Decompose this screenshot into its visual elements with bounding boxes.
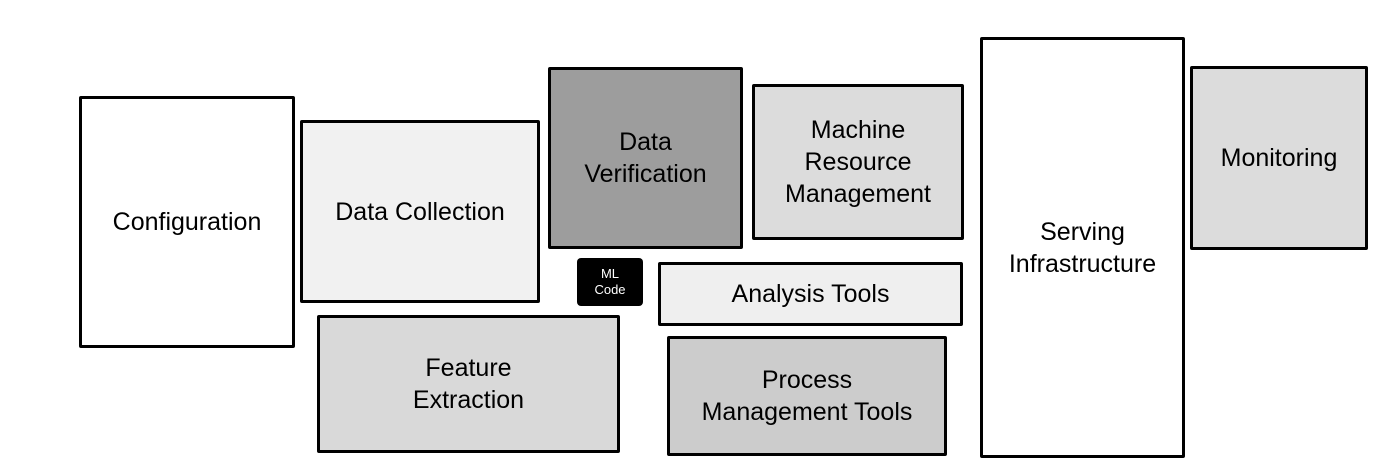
box-serving-infrastructure: Serving Infrastructure — [980, 37, 1185, 458]
box-feature-extraction: Feature Extraction — [317, 315, 620, 453]
box-data-collection: Data Collection — [300, 120, 540, 303]
box-ml-code: ML Code — [577, 258, 643, 306]
box-configuration: Configuration — [79, 96, 295, 348]
box-data-verification: Data Verification — [548, 67, 743, 249]
box-analysis-tools: Analysis Tools — [658, 262, 963, 326]
box-monitoring: Monitoring — [1190, 66, 1368, 250]
box-process-management-tools: Process Management Tools — [667, 336, 947, 456]
box-machine-resource-management: Machine Resource Management — [752, 84, 964, 240]
